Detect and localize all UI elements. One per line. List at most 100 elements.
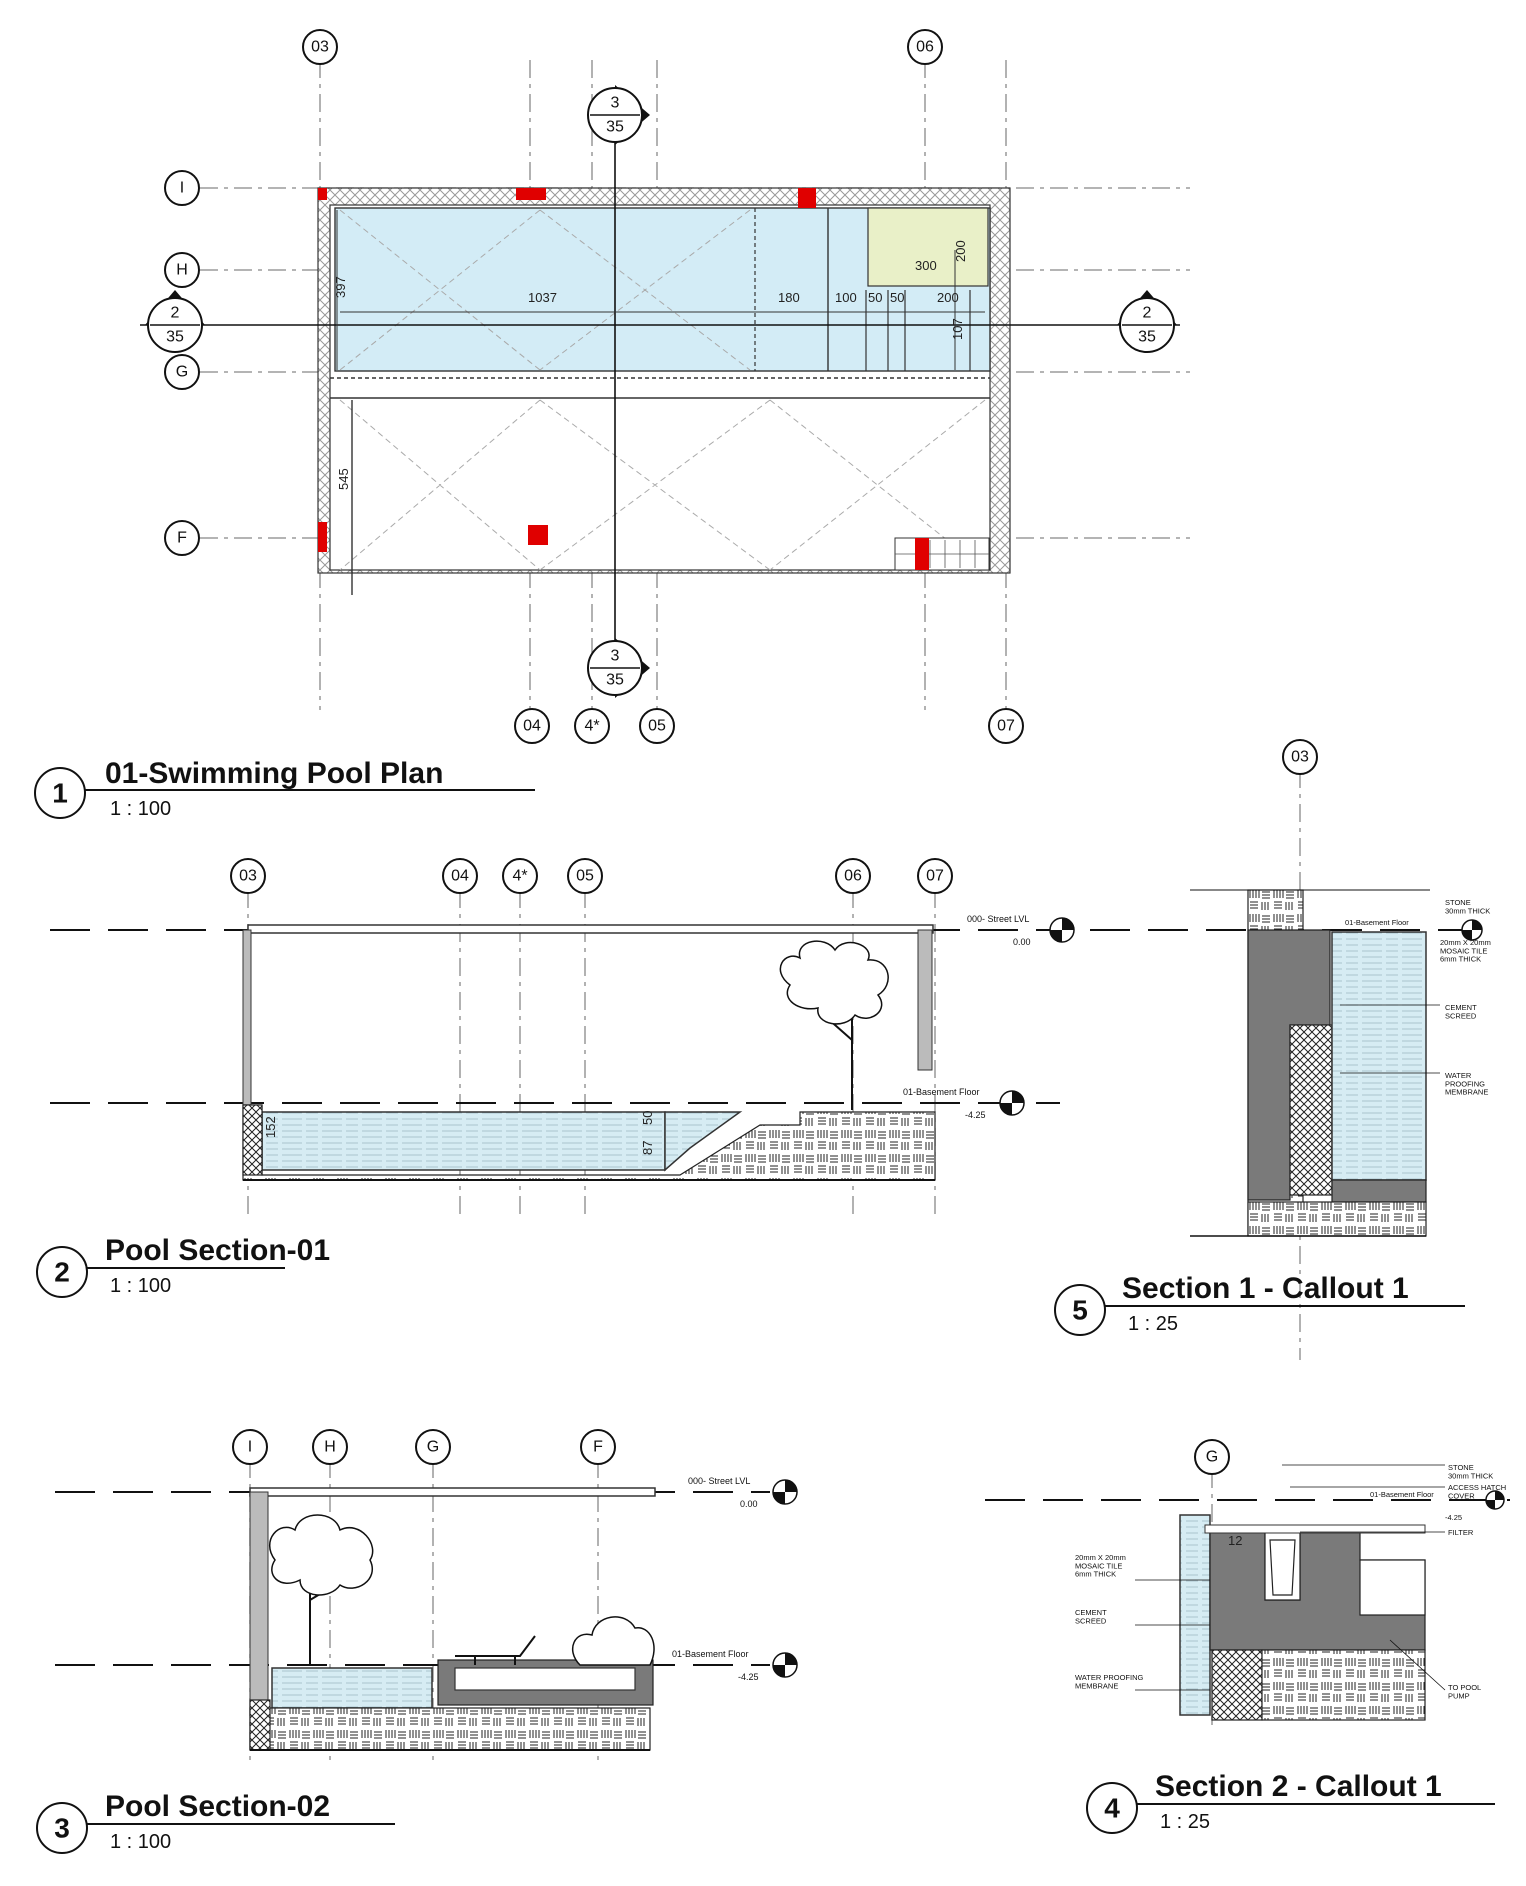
dim-107: 107 xyxy=(950,318,965,340)
c2-level-label: 01-Basement Floor xyxy=(1370,1490,1434,1499)
c2-level-val: -4.25 xyxy=(1445,1513,1462,1522)
section-mark-3-top: 3 35 xyxy=(587,85,650,145)
svg-text:-4.25: -4.25 xyxy=(965,1110,986,1120)
grid-bubble-s2-I: I xyxy=(232,1429,268,1465)
grid-bubble-s1-4star: 4* xyxy=(502,858,538,894)
pool-plan: 397 1037 180 100 50 50 200 300 200 107 5… xyxy=(34,29,1190,820)
section-mark-2-left: 2 35 xyxy=(145,290,205,353)
pool-section-01: 152 87 50 000- Street LVL 0.00 01-Baseme… xyxy=(36,858,1075,1298)
svg-text:04: 04 xyxy=(523,718,541,735)
dim-200: 200 xyxy=(937,290,959,305)
dim-50b: 50 xyxy=(890,290,904,305)
dim-300: 300 xyxy=(915,258,937,273)
callout2-title: Section 2 - Callout 1 xyxy=(1155,1770,1442,1803)
callout2-scale: 1 : 25 xyxy=(1160,1811,1210,1833)
grid-bubble-03-top: 03 xyxy=(302,29,338,65)
svg-text:03: 03 xyxy=(311,39,329,56)
section2-title: Pool Section-02 xyxy=(105,1790,330,1823)
svg-text:35: 35 xyxy=(166,329,184,346)
level-street-lvl: 000- Street LVL 0.00 xyxy=(967,914,1075,947)
grid-bubble-F: F xyxy=(164,520,200,556)
svg-text:35: 35 xyxy=(1138,329,1156,346)
svg-text:4*: 4* xyxy=(512,868,527,885)
svg-text:F: F xyxy=(177,530,187,547)
dim-87: 87 xyxy=(640,1141,655,1155)
callout1-view-title: 5 Section 1 - Callout 1 1 : 25 xyxy=(1054,1272,1465,1336)
grid-bubble-s1-06: 06 xyxy=(835,858,871,894)
tree-icon-2 xyxy=(268,1514,374,1665)
svg-text:06: 06 xyxy=(844,868,862,885)
dim-397: 397 xyxy=(333,276,348,298)
section1-scale: 1 : 100 xyxy=(110,1275,171,1297)
svg-text:03: 03 xyxy=(1291,749,1309,766)
plan-view-title: 1 01-Swimming Pool Plan 1 : 100 xyxy=(34,757,535,820)
grid-bubble-G: G xyxy=(164,354,200,390)
grid-bubble-H: H xyxy=(164,252,200,288)
svg-text:5: 5 xyxy=(1072,1295,1088,1326)
tree-icon xyxy=(779,940,889,1110)
level-street-lvl-2: 000- Street LVL 0.00 xyxy=(688,1476,798,1509)
grid-bubble-s1-07: 07 xyxy=(917,858,953,894)
svg-text:3: 3 xyxy=(54,1813,70,1844)
svg-text:2: 2 xyxy=(1143,305,1152,322)
plan-title: 01-Swimming Pool Plan xyxy=(105,757,443,790)
callout1-title: Section 1 - Callout 1 xyxy=(1122,1272,1409,1305)
pool-section-02: 000- Street LVL 0.00 01-Basement Floor -… xyxy=(36,1429,798,1854)
grid-bubble-c2-G: G xyxy=(1194,1439,1230,1475)
grid-bubble-s1-03: 03 xyxy=(230,858,266,894)
dim-200-vertical: 200 xyxy=(953,240,968,262)
svg-text:2: 2 xyxy=(171,305,180,322)
svg-text:4*: 4* xyxy=(584,718,599,735)
svg-text:04: 04 xyxy=(451,868,469,885)
svg-text:3: 3 xyxy=(611,648,620,665)
grid-bubble-07: 07 xyxy=(988,708,1024,744)
svg-text:F: F xyxy=(593,1439,603,1456)
callout2-view-title: 4 Section 2 - Callout 1 1 : 25 xyxy=(1086,1770,1495,1834)
grid-bubble-s2-H: H xyxy=(312,1429,348,1465)
svg-text:0.00: 0.00 xyxy=(740,1499,758,1509)
level-basement-floor: 01-Basement Floor -4.25 xyxy=(903,1087,1025,1120)
svg-text:2: 2 xyxy=(54,1257,70,1288)
grid-bubble-4star: 4* xyxy=(574,708,610,744)
c2-note-filter: FILTER xyxy=(1448,1528,1474,1537)
dim-100: 100 xyxy=(835,290,857,305)
svg-text:1: 1 xyxy=(52,778,68,809)
svg-text:01-Basement Floor: 01-Basement Floor xyxy=(903,1087,980,1097)
svg-text:4: 4 xyxy=(1104,1793,1120,1824)
dim-152: 152 xyxy=(263,1116,278,1138)
section1-view-title: 2 Pool Section-01 1 : 100 xyxy=(36,1234,330,1298)
grid-bubble-c1-03: 03 xyxy=(1282,739,1318,775)
svg-text:07: 07 xyxy=(997,718,1015,735)
svg-text:G: G xyxy=(176,364,188,381)
grid-bubble-06-top: 06 xyxy=(907,29,943,65)
section-mark-3-bottom: 3 35 xyxy=(587,638,650,698)
dim-50: 50 xyxy=(640,1111,655,1125)
section2-scale: 1 : 100 xyxy=(110,1831,171,1853)
svg-text:-4.25: -4.25 xyxy=(738,1672,759,1682)
svg-text:05: 05 xyxy=(576,868,594,885)
grid-bubble-s1-04: 04 xyxy=(442,858,478,894)
dim-180: 180 xyxy=(778,290,800,305)
svg-text:0.00: 0.00 xyxy=(1013,937,1031,947)
svg-text:I: I xyxy=(248,1439,252,1456)
section1-title: Pool Section-01 xyxy=(105,1234,330,1267)
svg-text:35: 35 xyxy=(606,672,624,689)
svg-text:G: G xyxy=(1206,1449,1218,1466)
dim-1037: 1037 xyxy=(528,290,557,305)
svg-text:I: I xyxy=(180,180,184,197)
dim-50a: 50 xyxy=(868,290,882,305)
grid-bubble-I: I xyxy=(164,170,200,206)
grid-bubble-s1-05: 05 xyxy=(567,858,603,894)
